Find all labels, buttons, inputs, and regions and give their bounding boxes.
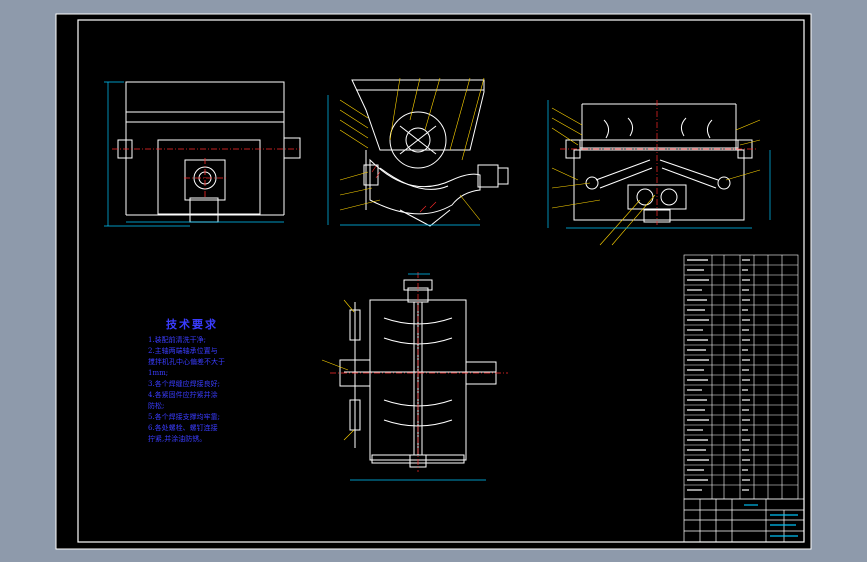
section-view (351, 79, 509, 227)
top-view-centerlines (330, 272, 508, 472)
section-view-dimensions (327, 95, 480, 226)
side-view-centerlines (560, 100, 758, 225)
requirement-line: 3.各个焊缝应焊接良好; (148, 380, 221, 388)
parts-list-table (683, 254, 799, 500)
inner-frame (77, 19, 805, 543)
outer-border (55, 13, 812, 550)
requirement-line: 防松; (148, 402, 165, 410)
technical-requirements-title: 技术要求 (166, 318, 218, 331)
side-view-leaders (551, 107, 761, 246)
requirement-line: 6.各处螺栓、螺钉连接 (148, 424, 218, 432)
front-view-dimensions (104, 81, 284, 227)
requirement-line: 拧紧,并涂油防锈。 (148, 435, 207, 443)
title-block (683, 498, 805, 543)
front-view-centerlines (112, 148, 300, 198)
requirement-line: 1mm; (148, 369, 169, 377)
parts-list-entries (687, 259, 750, 491)
technical-requirements: 技术要求 1.装配前清洗干净; 2.主轴两端轴承位置与 搅拌机孔中心偏差不大于 … (148, 316, 288, 445)
side-view (565, 103, 753, 223)
requirement-line: 1.装配前清洗干净; (148, 336, 207, 344)
title-block-entries (744, 504, 798, 537)
drawing-sheet (56, 14, 811, 549)
requirement-line: 5.各个焊接支撑均牢靠; (148, 413, 221, 421)
side-view-dimensions (547, 100, 771, 229)
section-view-leaders (339, 77, 485, 221)
requirement-line: 2.主轴两端轴承位置与 (148, 347, 218, 355)
top-view-leaders (321, 299, 355, 441)
section-view-hatching (371, 165, 437, 213)
requirement-line: 搅拌机孔中心偏差不大于 (148, 358, 225, 366)
requirement-line: 4.各紧固件应拧紧并涂 (148, 391, 218, 399)
top-view-dimensions (350, 273, 486, 481)
